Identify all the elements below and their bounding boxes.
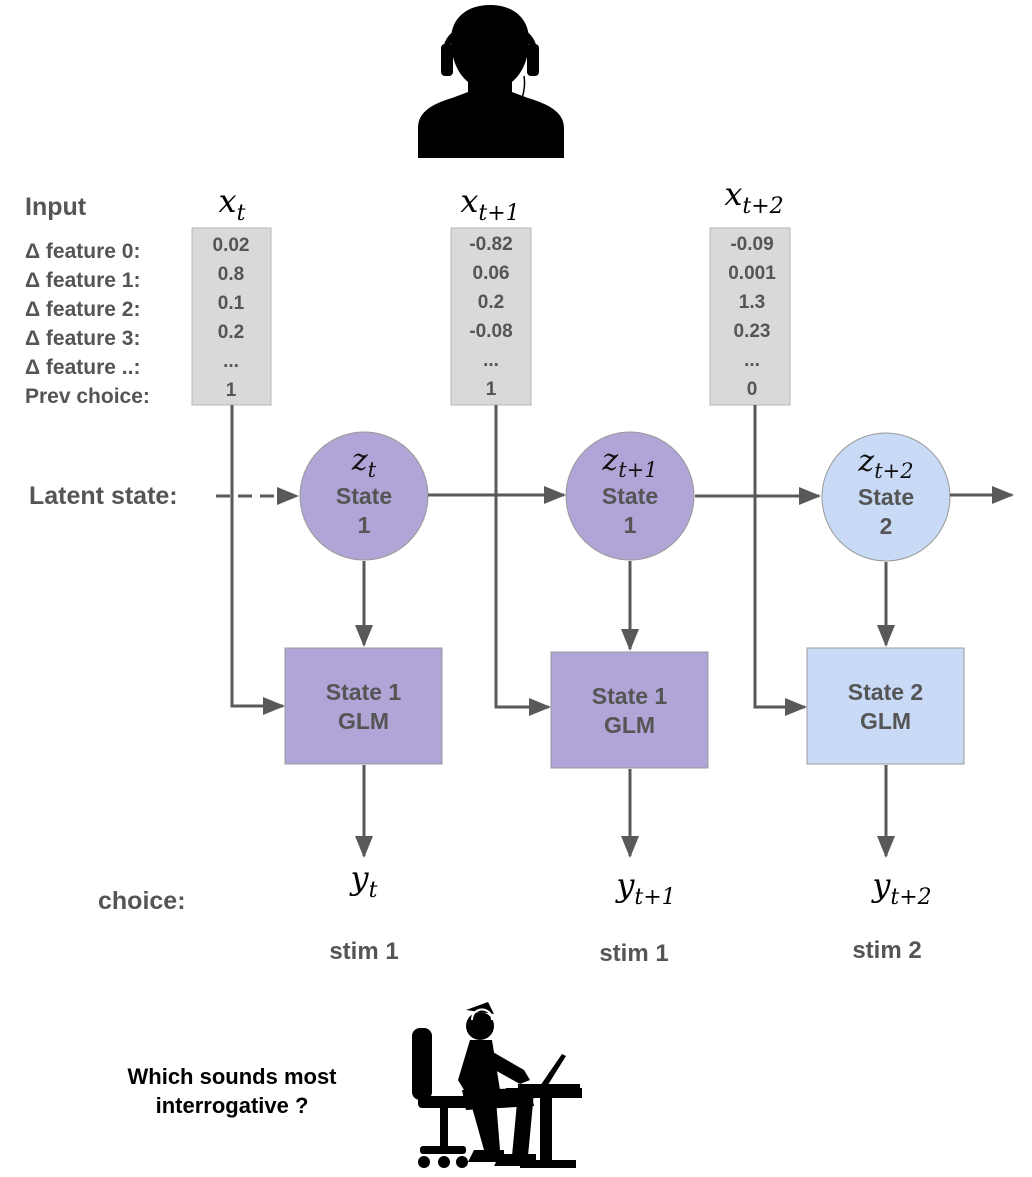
- input-feature-value: ...: [744, 350, 760, 371]
- latent-variable-label: zt+1: [601, 443, 657, 482]
- output-variable-base: y: [349, 859, 370, 897]
- output-variable-base: y: [614, 866, 635, 904]
- input-variable-base: x: [724, 175, 742, 213]
- choice-label: choice:: [98, 887, 186, 915]
- stimulus-label: stim 1: [599, 940, 668, 967]
- input-feature-value: 0.2: [478, 292, 504, 313]
- input-to-glm-arrow: [753, 405, 807, 716]
- feature-row-label: Δ feature 0:: [25, 240, 140, 263]
- output-variable-subscript: t: [369, 878, 378, 903]
- feature-row-label: Δ feature 3:: [25, 327, 140, 350]
- latent-state-label: Latent state:: [29, 482, 178, 510]
- latent-state-number: 1: [624, 512, 637, 538]
- output-variable-subscript: t+2: [890, 885, 931, 910]
- input-variable-base: x: [219, 182, 237, 220]
- input-feature-value: 0.2: [218, 322, 244, 343]
- latent-variable-subscript: t+1: [618, 458, 657, 482]
- latent-variable-base: z: [601, 443, 618, 478]
- output-variable-label: yt+2: [870, 866, 931, 910]
- input-feature-value: -0.08: [469, 321, 512, 342]
- question-line1: Which sounds most: [128, 1064, 338, 1089]
- input-variable-subscript: t: [237, 201, 246, 226]
- stimulus-label: stim 2: [852, 937, 921, 964]
- input-feature-value: 0.02: [213, 235, 250, 256]
- input-heading: Input: [25, 193, 87, 221]
- latent-variable-base: z: [857, 444, 874, 479]
- feature-row-label: Δ feature 2:: [25, 298, 140, 321]
- input-variable-subscript: t+1: [478, 201, 519, 226]
- output-variable-label: yt+1: [614, 866, 675, 910]
- input-feature-value: 1: [226, 380, 237, 401]
- feature-row-labels: Δ feature 0: Δ feature 1: Δ feature 2: Δ fe…: [25, 240, 150, 408]
- feature-row-label: Prev choice:: [25, 385, 150, 408]
- small-headphones-icon: [471, 1008, 493, 1021]
- feature-row-label: Δ feature ..:: [25, 356, 140, 379]
- latent-state-number: 1: [358, 512, 371, 538]
- latent-variable-label: zt: [351, 443, 377, 482]
- timestep-column: xt+1-0.820.060.2-0.08...1zt+1State1State…: [450, 182, 709, 967]
- latent-variable-base: z: [351, 443, 368, 478]
- latent-state-number: 2: [880, 513, 893, 539]
- input-variable-label: xt: [219, 182, 246, 226]
- latent-state-node: [821, 432, 951, 562]
- glm-box-subtitle: GLM: [604, 712, 655, 738]
- output-variable-label: yt: [349, 859, 378, 903]
- glm-box-title: State 1: [326, 679, 402, 705]
- glm-box-title: State 1: [592, 683, 668, 709]
- input-variable-subscript: t+2: [742, 194, 783, 219]
- timestep-column: xt+2-0.090.0011.30.23...0zt+2State2State…: [709, 175, 965, 964]
- latent-variable-subscript: t: [368, 458, 377, 482]
- person-with-headphones-icon: [418, 5, 564, 158]
- glm-box: [284, 647, 443, 765]
- glm-box-title: State 2: [848, 679, 923, 705]
- stimulus-label: stim 1: [329, 938, 398, 965]
- input-feature-value: ...: [223, 351, 239, 372]
- feature-row-label: Δ feature 1:: [25, 269, 140, 292]
- latent-variable-subscript: t+2: [874, 459, 913, 483]
- person-at-computer-icon: [412, 1002, 582, 1168]
- input-to-glm-arrow: [494, 405, 551, 716]
- input-feature-value: 1.3: [739, 292, 765, 313]
- input-feature-value: ...: [483, 350, 499, 371]
- latent-state-name: State: [858, 484, 914, 510]
- output-variable-base: y: [870, 866, 891, 904]
- input-feature-value: -0.09: [730, 234, 773, 255]
- latent-variable-label: zt+2: [857, 444, 913, 483]
- input-variable-label: xt+1: [460, 182, 519, 226]
- input-feature-box: [191, 227, 272, 406]
- input-feature-value: 1: [486, 379, 497, 400]
- latent-state-node: [565, 431, 695, 561]
- input-feature-box: [450, 227, 532, 406]
- input-feature-value: 0.06: [473, 263, 510, 284]
- glm-box: [550, 651, 709, 769]
- glm-box-subtitle: GLM: [338, 708, 389, 734]
- latent-state-name: State: [336, 483, 392, 509]
- latent-chain-arrows: [216, 486, 1014, 505]
- input-to-glm-arrow: [230, 405, 285, 715]
- input-feature-value: -0.82: [469, 234, 512, 255]
- input-feature-value: 0.8: [218, 264, 244, 285]
- latent-state-name: State: [602, 483, 658, 509]
- input-feature-box: [709, 227, 791, 406]
- input-feature-value: 0: [747, 379, 758, 400]
- input-feature-value: 0.1: [218, 293, 245, 314]
- input-variable-label: xt+2: [724, 175, 783, 219]
- question-line2: interrogative ?: [156, 1093, 309, 1118]
- input-feature-value: 0.001: [728, 263, 776, 284]
- glm-box: [806, 647, 965, 765]
- input-feature-value: 0.23: [734, 321, 771, 342]
- glm-box-subtitle: GLM: [860, 708, 911, 734]
- input-variable-base: x: [460, 182, 478, 220]
- output-variable-subscript: t+1: [634, 885, 675, 910]
